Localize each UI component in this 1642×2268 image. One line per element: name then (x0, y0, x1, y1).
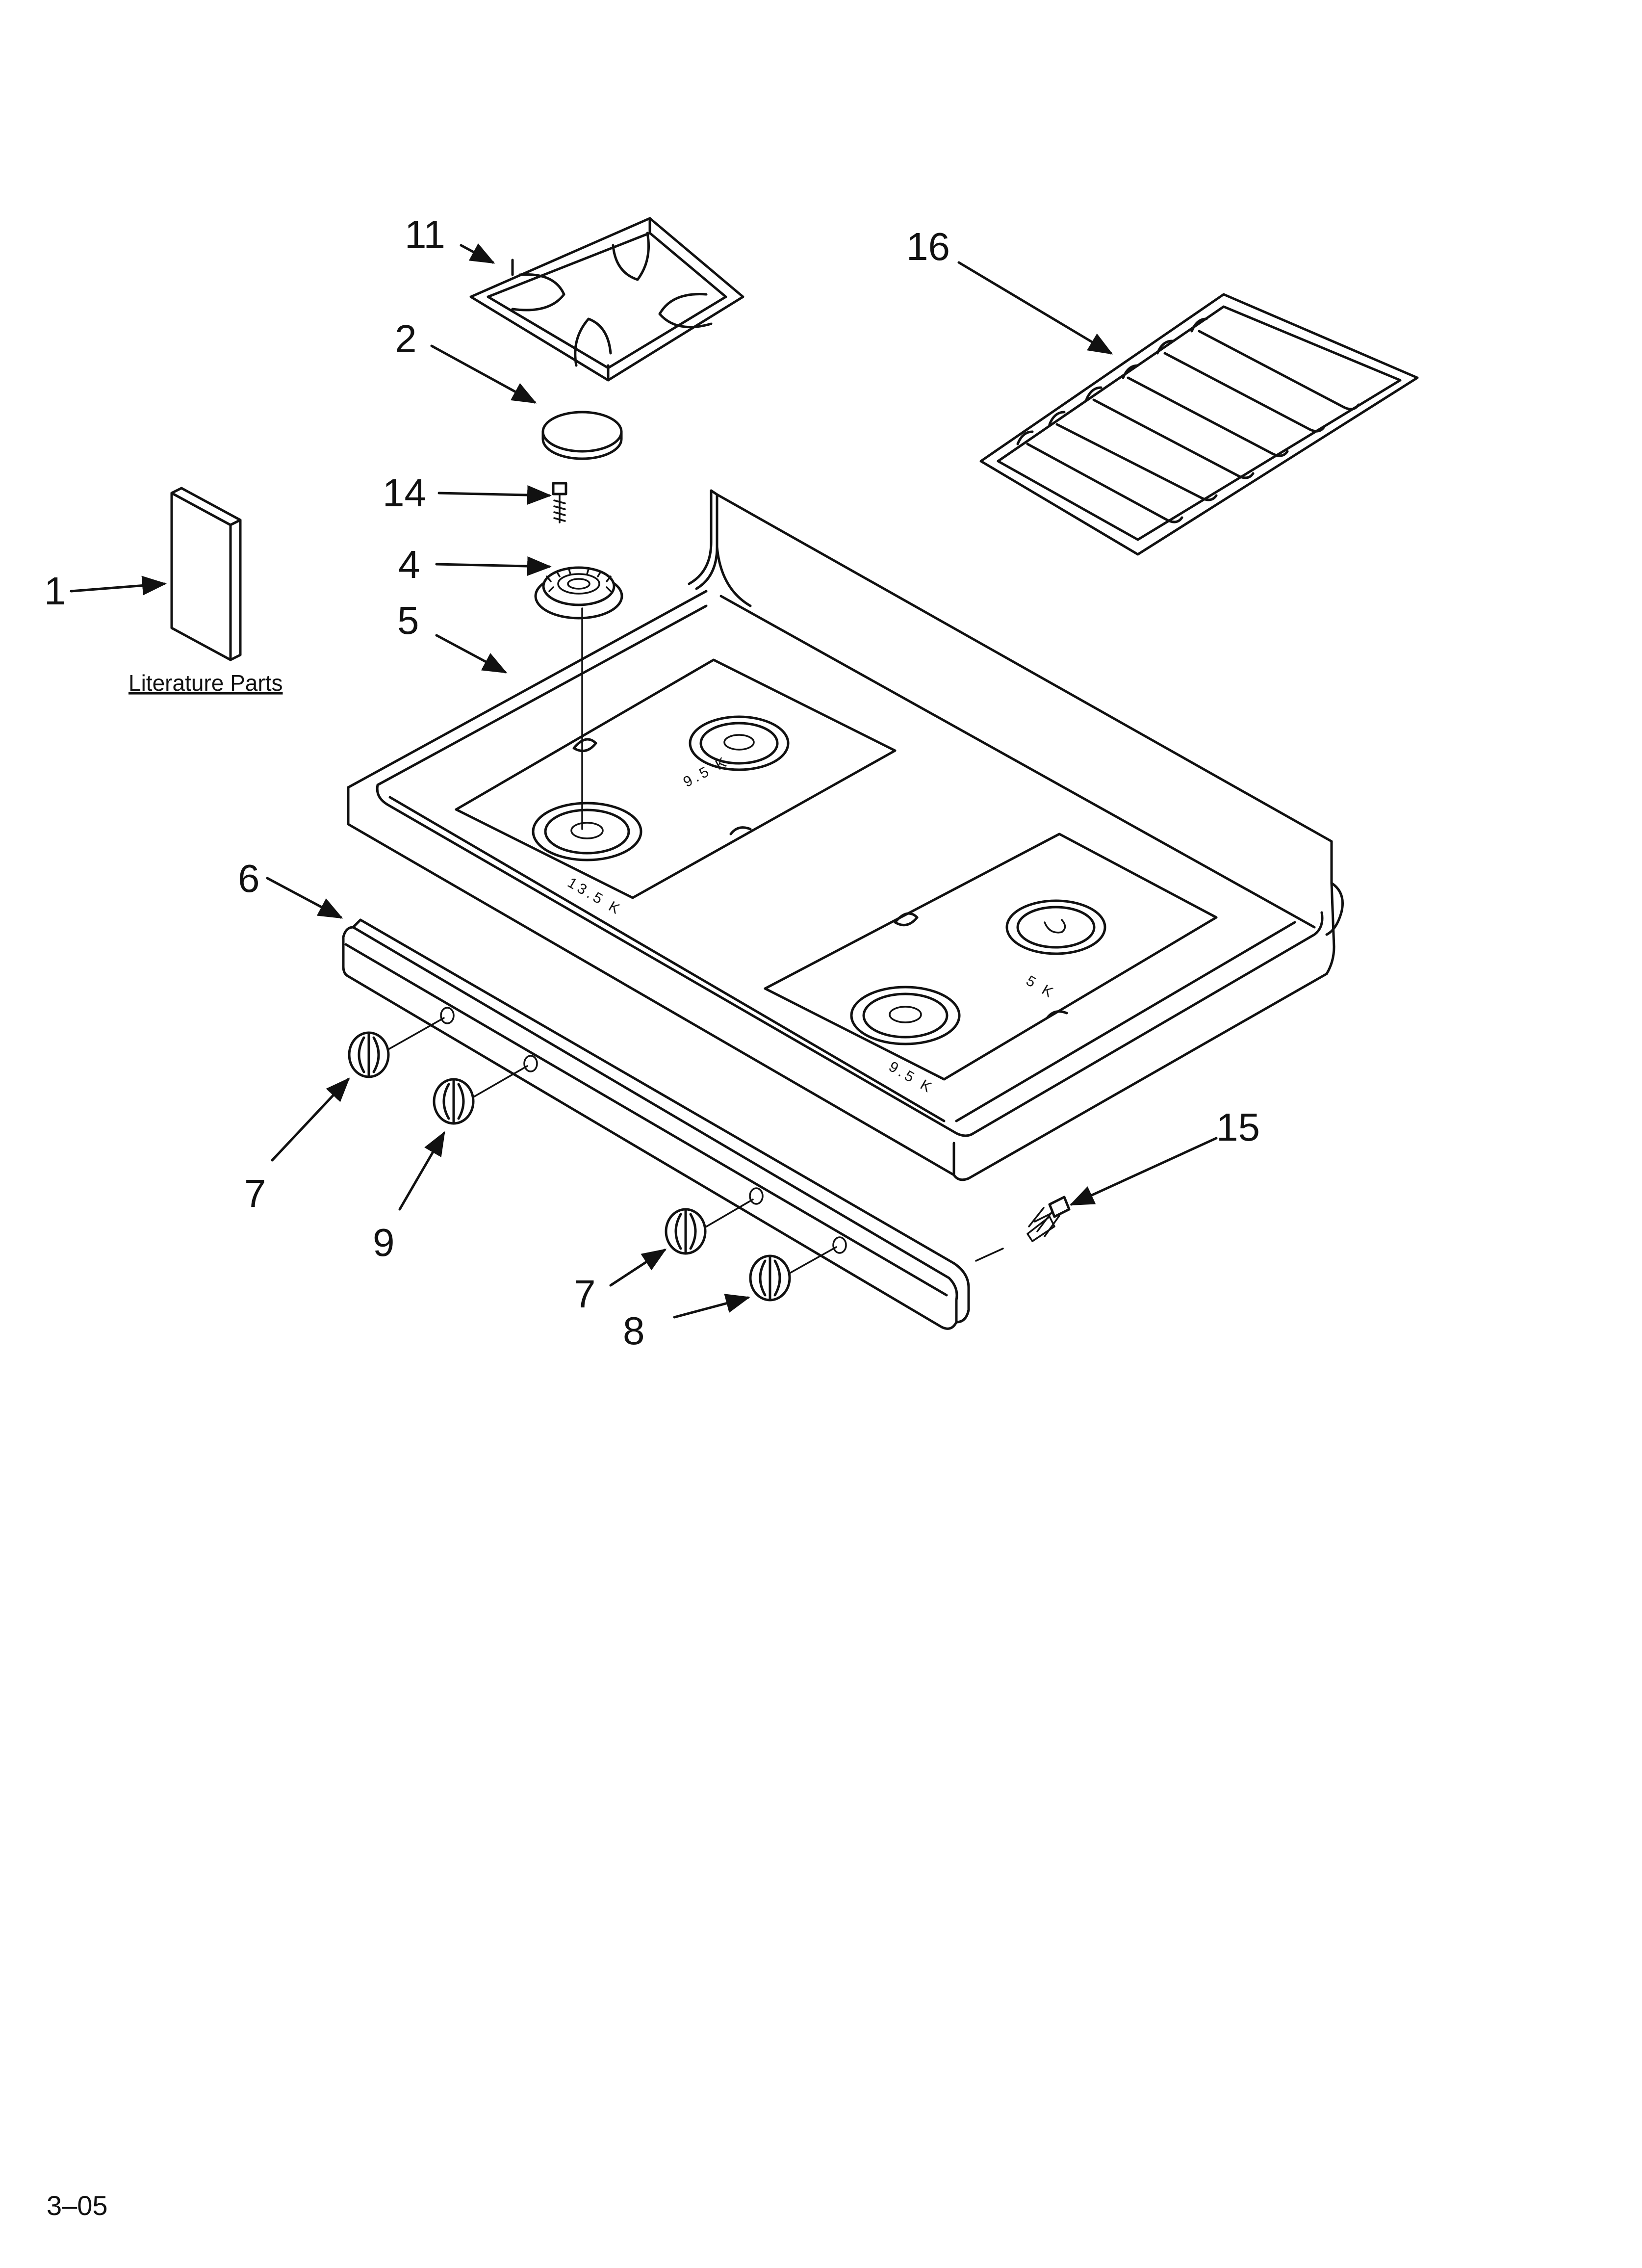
rating-right-rear: 5 K (1024, 972, 1058, 1002)
callout-11: 11 (405, 212, 445, 256)
callout-8: 8 (623, 1309, 645, 1353)
callout-15: 15 (1216, 1105, 1260, 1149)
callout-9: 9 (373, 1221, 395, 1264)
burner-screw (552, 482, 567, 523)
literature-parts-label: Literature Parts (128, 670, 282, 696)
burner-left-front (532, 802, 642, 861)
manifold-panel (342, 918, 970, 1330)
footer-code: 3–05 (47, 2190, 108, 2221)
callout-7-right: 7 (574, 1272, 596, 1316)
callout-7-left: 7 (244, 1172, 266, 1215)
burner-grate (469, 217, 744, 382)
callout-4: 4 (398, 543, 420, 586)
callout-1: 1 (44, 569, 66, 613)
control-knob-7-left (348, 1017, 445, 1078)
burner-right-rear (1005, 899, 1106, 955)
control-knob-7-right (665, 1199, 754, 1255)
burner-head (534, 566, 623, 620)
leader-arrows (70, 243, 1218, 1319)
literature-booklet (170, 487, 242, 661)
panel-screw (975, 1196, 1071, 1262)
rating-left-rear: 9.5 K (681, 753, 732, 790)
burner-right-front (850, 986, 961, 1045)
callout-14: 14 (383, 471, 426, 515)
burner-left-rear (689, 715, 790, 771)
callout-6: 6 (238, 857, 260, 900)
control-knob-8 (749, 1246, 837, 1302)
callout-2: 2 (395, 317, 417, 361)
control-knob-9 (433, 1065, 528, 1125)
callout-5: 5 (397, 599, 419, 642)
cooktop: 13.5 K 9.5 K 5 K 9.5 K (347, 489, 1344, 1181)
griddle-grate (979, 293, 1419, 556)
burner-cap (541, 411, 623, 460)
callout-16: 16 (906, 225, 950, 268)
